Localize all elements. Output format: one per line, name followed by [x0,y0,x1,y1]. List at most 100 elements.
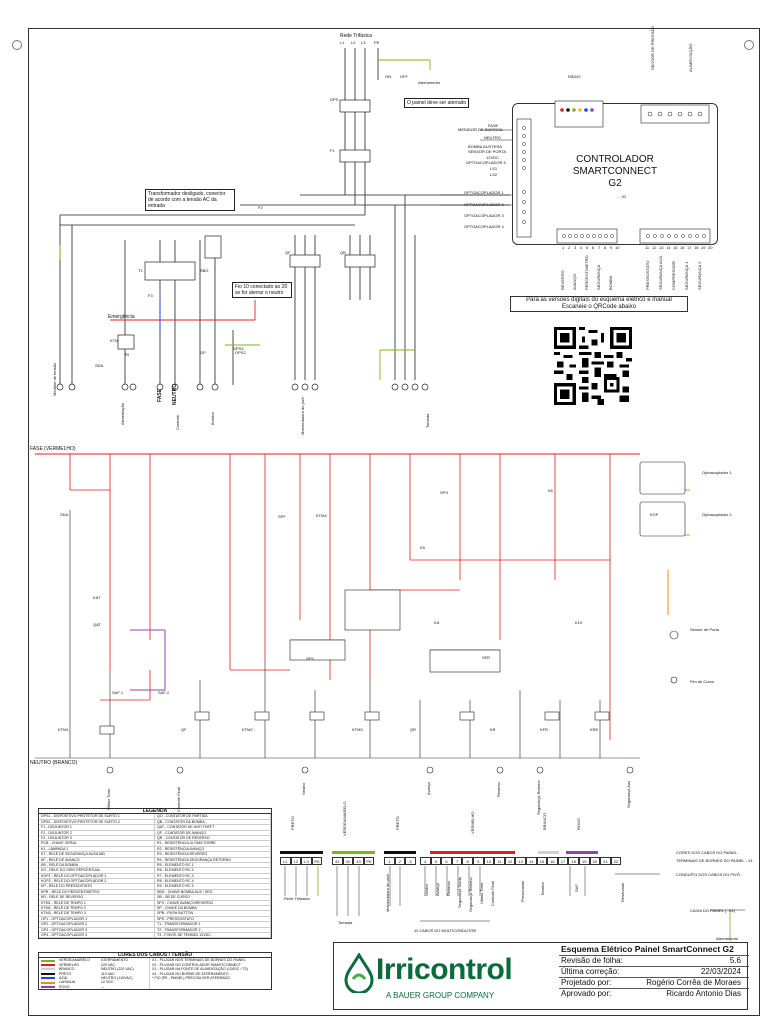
input-ls2: LS2 [490,172,498,177]
terminal[interactable]: 9 [472,857,484,865]
bottom-right-pin-15: 15 [673,245,678,250]
terminal[interactable]: 2 [394,857,406,865]
group-label: VERDE/AMARELO [342,801,347,836]
cable-name: PRETO [59,971,72,976]
legend-item: KOP1 - RELÉ DO OPTOACOPLADOR 1 [39,873,155,880]
terminal[interactable]: 16 [547,857,558,865]
bottom-left-label-1: REVERSO [560,270,565,290]
group-bar-purple [566,851,598,854]
terminal[interactable]: 12 [504,857,516,865]
terminal[interactable]: 18 [568,857,579,865]
cable-swatch [41,972,55,975]
terminal[interactable]: 1 [384,857,395,865]
drawing-title: Esquema Elétrico Painel SmartConnect G2 [561,944,734,954]
terminal[interactable]: 43 [353,857,364,865]
terminal[interactable]: 21 [600,857,611,865]
tb-caption-last-tower: Último Torre [479,882,484,905]
bottom-right-pin-18: 18 [694,245,699,250]
output-power: Alimentação [120,402,125,425]
legend-item: QR - CONTATOR DE REVERSO [155,835,271,842]
terminal[interactable]: 8 [462,857,473,865]
cable-name: BRANCO [59,967,75,972]
bottom-left-pin-4: 4 [580,245,583,250]
tb-caption-reverso: Reverso [446,881,451,896]
qr-caption-line1: Para as versões digitais do esquema elét… [526,297,672,303]
cable-desc: NEUTRO (220 VAC) [101,967,134,972]
pressure-connector [640,104,710,124]
terminal[interactable]: 10 [483,857,495,865]
tag-qb: QB [340,250,346,255]
legend-item: SPB - PUSH BUTTON [155,911,271,917]
output-fase: FASE [157,388,163,402]
terminal[interactable]: 5 [430,857,442,865]
designed-by-value: Rogério Corrêa de Moraes [646,978,741,987]
revision-key: Revisão de folha: [561,956,623,965]
legend-title: LEGENDA [39,808,271,815]
legend-item: SPS - PRESSOSTATO [155,916,271,923]
legend-item: OP3 - OPTOACOPLADOR 3 [39,927,155,933]
legend-item: KB - RELÉ DA BOMBA [39,862,155,869]
qr-code[interactable] [554,322,632,410]
cable-name: AZUL [59,975,69,980]
terminal[interactable]: 17 [557,857,569,865]
terminal[interactable]: 11 [494,857,505,865]
output-control: Controle [175,414,180,430]
bottom-right-pin-20: 20 [708,245,713,250]
terminal[interactable]: 22 [610,857,622,865]
out-aux-safety: Segurança Aux [626,780,631,808]
tag-gp: GP [200,350,206,355]
terminal[interactable]: 3 [405,857,416,865]
terminal[interactable]: 6 [441,857,452,865]
tb-caption-saf: SAF [574,884,579,892]
cable-desc: 220 VAC [101,962,116,967]
terminal[interactable]: 15 [536,857,548,865]
cable-table-title: CORES DOS CABOS / TENSÃO [39,952,271,959]
legend-item: QF - CONTATOR DE AVANÇO [155,830,271,836]
legend-item: KOP2 - RELÉ DO OPTOACOPLADOR 2 [39,879,155,885]
input-bomba-aux: BOMBA AUXTERA [468,144,503,149]
terminal[interactable]: 7 [451,857,463,865]
terminal[interactable]: 4 [420,857,431,865]
legend-item: R7 - ELEMENTO RC 3 [155,873,271,880]
tb-caption-socket: Tomada [338,920,353,925]
bottom-connectors [556,228,711,244]
legend-table: LEGENDA DPS1 - DISPOSITIVO PROTETOR DE S… [38,808,272,940]
legend-item: R2 - RESISTÊNCIA AVANÇO [155,846,271,853]
terminal[interactable]: 20 [589,857,601,865]
ground-label: Aterramento [418,80,441,85]
cable-note: X1 - PLUGAR NOS TERMINAIS DE BORNES DO P… [152,958,246,963]
relay-ktm4: KTM4 [316,513,327,518]
cable-swatch [41,959,55,962]
switch-off-label: OFF [400,74,408,79]
terminal[interactable]: 42 [342,857,354,865]
input-ls1: LS1 [490,166,498,171]
switch-saf1: SAF 1 [112,690,124,695]
legend-item: R6 - ELEMENTO RC 2 [155,868,271,874]
tag-t1: T1 [138,268,143,273]
bottom-left-label-3: PERCENTIMETRO [584,255,589,290]
terminal[interactable]: PE [363,857,375,865]
terminal[interactable]: 13 [515,857,526,865]
tb-note-ground: Aterramento [716,936,739,941]
terminal[interactable]: 41 [332,857,343,865]
terminal[interactable]: L1 [280,857,291,865]
terminal[interactable]: L2 [290,857,302,865]
input-neutro: NEUTRO [484,135,501,140]
opto2-label: Optoacoplador 2 [702,512,732,517]
phase-label-l2: L2 [351,40,356,45]
terminal[interactable]: PE [311,857,323,865]
legend-item: KO - RELÉ DO GIRO PERCENTUAL [39,868,155,874]
cable-desc: 12 VDC [101,980,114,985]
terminal[interactable]: 14 [525,857,537,865]
terminal[interactable]: L3 [301,857,312,865]
bottom-right-label-2: SEGURANÇA AUX [658,255,663,290]
terminal[interactable]: 19 [578,857,590,865]
brand-logo: Irricontrol A BAUER GROUP COMPANY [342,947,556,1007]
input-opto5: OPTOACOPLADOR 5 [466,160,506,165]
out-last-tower: Último Torre [106,788,111,811]
group-label: BRANCO [542,812,547,830]
brand-subtitle: A BAUER GROUP COMPANY [386,991,495,1000]
bottom-left-pin-7: 7 [598,245,601,250]
